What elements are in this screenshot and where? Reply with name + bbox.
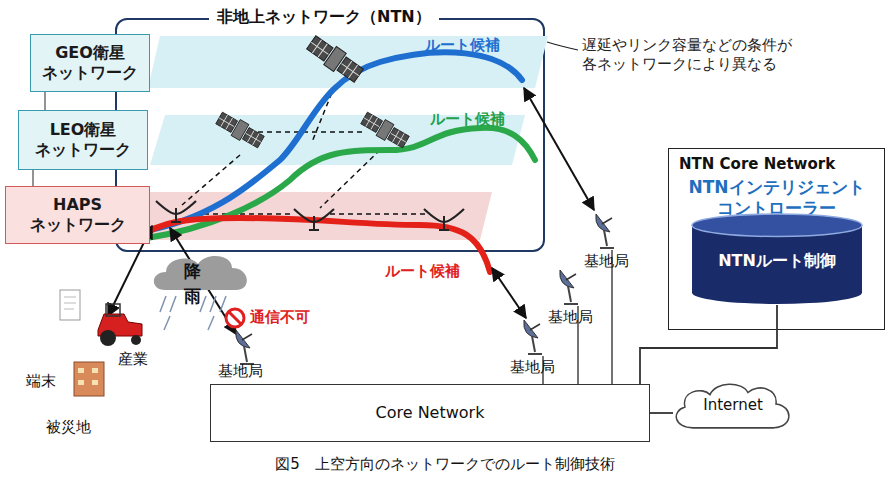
connector-line: [32, 170, 34, 186]
terminal-lines: [64, 297, 76, 309]
cylinder-top: [692, 214, 862, 236]
network-label-box: LEO衛星 ネットワーク: [18, 110, 148, 170]
base-station-icon: [524, 320, 542, 354]
tractor-cab: [106, 304, 120, 316]
dashed-link: [195, 213, 290, 215]
network-label-box: HAPS ネットワーク: [5, 186, 150, 244]
internet-cloud: Internet: [668, 378, 798, 432]
network-label-box: GEO衛星 ネットワーク: [30, 34, 150, 92]
route-label: ルート候補: [385, 262, 460, 281]
building-windows: [78, 368, 98, 385]
base-station-label: 基地局: [548, 308, 593, 327]
connector-line: [44, 92, 46, 110]
leo-satellite: [359, 110, 410, 150]
route-label: ルート候補: [430, 110, 505, 129]
link-arrow: [492, 268, 526, 318]
tractor-wheel: [100, 330, 116, 346]
route-blue: [140, 52, 522, 232]
node-text: GEO衛星 ネットワーク: [31, 43, 149, 83]
base-station-icon: [560, 270, 578, 304]
node-subtext: NTNインテリジェント コントローラー: [669, 177, 884, 220]
core-network-box: Core Network: [210, 384, 650, 442]
industry-label: 産業: [118, 350, 148, 369]
leader-line: [547, 42, 578, 50]
caption: 図5 上空方向のネットワークでのルート制御技術: [0, 455, 890, 474]
rain-label: 降雨: [184, 259, 206, 308]
base-station-label: 基地局: [218, 362, 263, 381]
base-station-icon: [596, 214, 614, 248]
route-label: ルート候補: [425, 36, 500, 55]
dashed-link: [258, 131, 366, 133]
haps-platform: [156, 201, 196, 222]
status-label: 通信不可: [250, 308, 310, 327]
terminal-label: 端末: [26, 372, 56, 391]
node-text: HAPS ネットワーク: [6, 195, 149, 235]
node-text: 非地上ネットワーク（NTN）: [209, 7, 439, 27]
no-entry-symbol: [226, 309, 244, 327]
haps-platform: [424, 209, 464, 230]
no-entry-slash: [229, 312, 241, 324]
link-arrow: [524, 88, 594, 210]
building-icon: [74, 362, 104, 396]
disaster-area-label: 被災地: [46, 418, 91, 437]
leo-satellite: [214, 110, 265, 150]
ntn-core-box: NTN Core NetworkNTNインテリジェント コントローラー NTNルー…: [668, 148, 885, 330]
backhaul-line: [611, 250, 613, 384]
base-station-label: 基地局: [510, 358, 555, 377]
base-station-icon: [236, 330, 254, 364]
node-text: NTN Core Network: [679, 155, 835, 174]
geo-satellite: [305, 33, 365, 84]
database-cylinder: NTNルート制御: [691, 213, 863, 305]
terminal-icon: [60, 290, 80, 320]
base-station-label: 基地局: [584, 252, 629, 271]
node-text: LEO衛星 ネットワーク: [19, 120, 147, 160]
connector-line: [640, 305, 777, 384]
node-text: Core Network: [376, 403, 485, 423]
node-text: Internet: [668, 396, 798, 415]
tractor-wheel: [131, 335, 141, 345]
connector-line: [650, 412, 673, 414]
haps-platform: [294, 209, 334, 230]
dashed-link: [330, 213, 425, 215]
note-text: 遅延やリンク容量などの条件が 各ネットワークにより異なる: [582, 36, 822, 74]
node-text: NTNルート制御: [691, 251, 863, 271]
